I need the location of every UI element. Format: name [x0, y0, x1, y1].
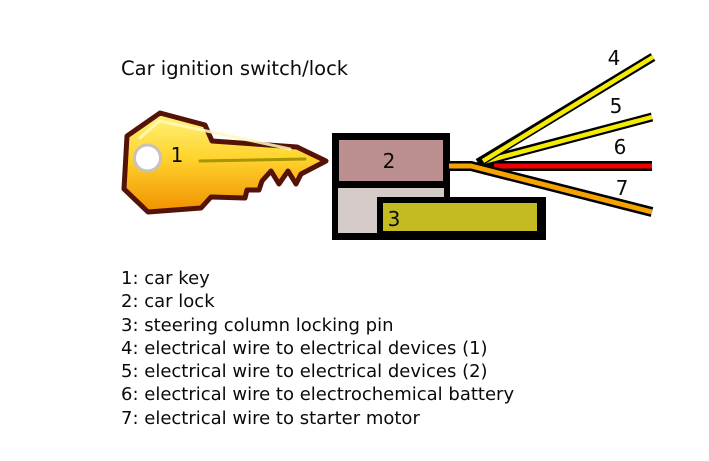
legend: 1: car key 2: car lock 3: steering colum… — [121, 267, 514, 430]
wire-4-devices-1 — [481, 55, 655, 163]
legend-item-car-key: 1: car key — [121, 268, 210, 289]
legend-item-car-lock: 2: car lock — [121, 291, 215, 313]
car-key-shape — [121, 110, 329, 215]
legend-item-locking-pin: 3: steering column locking pin — [121, 314, 394, 336]
steering-column-locking-pin — [383, 203, 537, 231]
car-lock-assembly — [332, 133, 546, 240]
pin-number-label: 3 — [387, 207, 401, 231]
wire-7-number-label: 7 — [615, 176, 629, 200]
diagram-title: Car ignition switch/lock — [121, 57, 349, 80]
key-hole-icon — [133, 143, 162, 173]
lock-number-label: 2 — [382, 149, 396, 173]
legend-item-wire-devices-2: 5: electrical wire to electrical devices… — [121, 361, 488, 383]
key-blade-groove — [198, 157, 307, 163]
car-key-illustration — [121, 110, 329, 215]
legend-item-wire-devices-1: 4: electrical wire to electrical devices… — [121, 337, 488, 359]
legend-item-wire-starter: 7: electrical wire to starter motor — [121, 407, 420, 429]
legend-item-wire-battery: 6: electrical wire to electrochemical ba… — [121, 384, 515, 406]
key-number-label: 1 — [170, 143, 184, 167]
wire-5-devices-2 — [482, 114, 653, 165]
wire-bundle — [449, 53, 656, 217]
wire-7-starter-motor — [449, 163, 653, 215]
key-highlight — [138, 119, 292, 151]
wire-5-number-label: 5 — [609, 94, 623, 118]
wire-4-number-label: 4 — [607, 46, 621, 70]
car-lock-body — [339, 140, 443, 181]
wire-6-number-label: 6 — [613, 135, 627, 159]
